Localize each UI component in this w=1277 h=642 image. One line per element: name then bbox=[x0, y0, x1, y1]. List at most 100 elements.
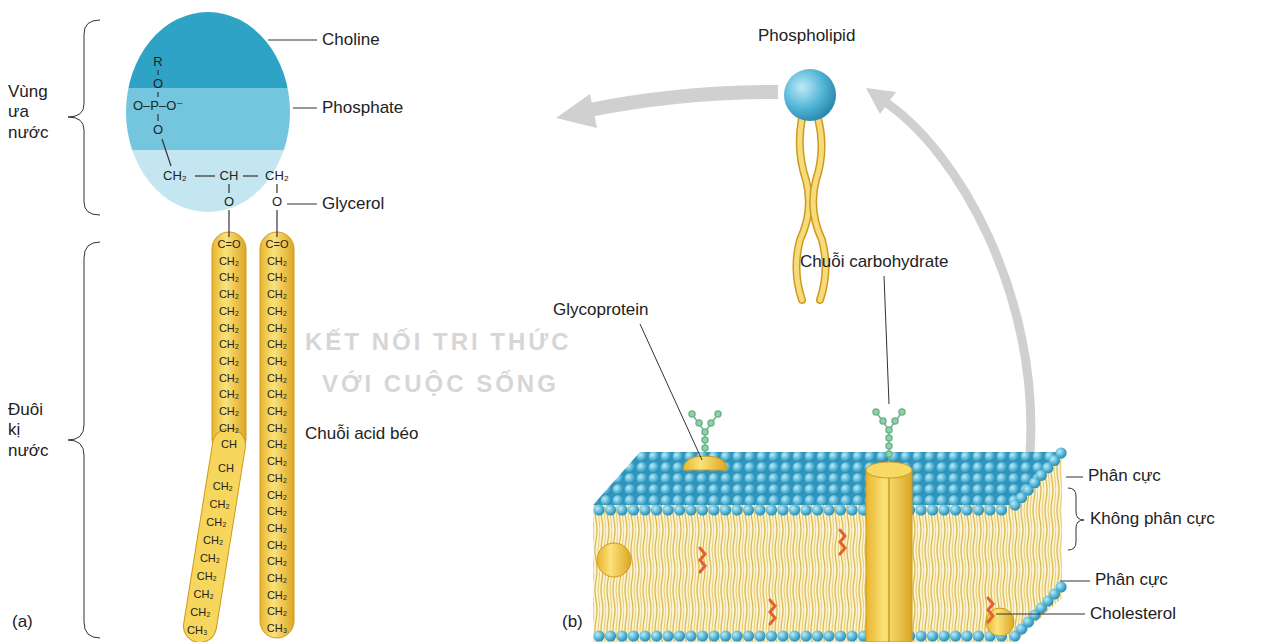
phospholipid-head bbox=[1055, 581, 1066, 592]
chain-formula: CH₂ bbox=[260, 505, 294, 518]
phospholipid-head bbox=[628, 504, 639, 515]
phospholipid-head bbox=[766, 504, 777, 515]
cholesterol-mark bbox=[770, 600, 775, 624]
chain-formula: CH₂ bbox=[212, 288, 246, 301]
leader-line bbox=[1068, 488, 1084, 550]
phospholipid-head bbox=[973, 630, 984, 641]
phospholipid-head bbox=[674, 630, 685, 641]
chain-formula: CH₂ bbox=[260, 489, 294, 502]
phospholipid-head bbox=[915, 504, 926, 515]
part-label: Phospholipid bbox=[758, 26, 855, 46]
cholesterol-mark bbox=[988, 598, 993, 622]
chemical-bond bbox=[243, 175, 258, 176]
phospholipid-head bbox=[628, 630, 639, 641]
chain-formula: CH₂ bbox=[260, 388, 294, 401]
zoom-arrow bbox=[590, 92, 778, 110]
formula-atom: O bbox=[219, 194, 239, 210]
chain-formula: C=O bbox=[260, 238, 294, 251]
carbohydrate-chain bbox=[886, 427, 892, 433]
chain-formula: CH₂ bbox=[260, 338, 294, 351]
phospholipid-head bbox=[697, 630, 708, 641]
chain-formula: CH₂ bbox=[260, 372, 294, 385]
phospholipid-head bbox=[720, 630, 731, 641]
fatty-acid-chain bbox=[212, 232, 246, 456]
cell-membrane bbox=[593, 452, 1062, 505]
leader-line bbox=[68, 20, 100, 215]
watermark: KẾT NỐI TRI THỨC bbox=[305, 328, 572, 357]
chain-formula: CH₂ bbox=[260, 255, 294, 268]
phospholipid-head bbox=[743, 504, 754, 515]
phospholipid-head bbox=[605, 504, 616, 515]
chain-formula: CH₂ bbox=[260, 288, 294, 301]
panel-letter: (a) bbox=[12, 612, 33, 632]
formula-atom: CH₂ bbox=[157, 168, 193, 184]
phospholipid-head bbox=[927, 504, 938, 515]
formula-atom: O bbox=[143, 122, 173, 138]
formula-atom: O–P–O⁻ bbox=[123, 98, 193, 114]
carbohydrate-chain bbox=[892, 418, 898, 424]
chain-formula: CH₃ bbox=[180, 624, 214, 637]
leader-line bbox=[640, 324, 702, 460]
chain-formula: CH₂ bbox=[260, 438, 294, 451]
phospholipid-head bbox=[616, 630, 627, 641]
chain-formula: CH₂ bbox=[260, 522, 294, 535]
leader-line bbox=[68, 20, 317, 638]
phospholipid-head bbox=[800, 504, 811, 515]
phospholipid-head bbox=[938, 630, 949, 641]
phospholipid-head bbox=[846, 630, 857, 641]
phospholipid-head bbox=[593, 630, 604, 641]
phospholipid-head bbox=[789, 504, 800, 515]
phospholipid-head bbox=[835, 504, 846, 515]
phospholipid-head bbox=[593, 504, 604, 515]
carbohydrate-chain bbox=[899, 409, 905, 415]
phospholipid-head bbox=[973, 504, 984, 515]
phospholipid-head bbox=[651, 504, 662, 515]
chain-formula: CH₂ bbox=[212, 405, 246, 418]
phospholipid-head bbox=[731, 504, 742, 515]
chain-formula: CH₃ bbox=[260, 622, 294, 635]
chemical-bond bbox=[157, 92, 158, 97]
phospholipid-head bbox=[651, 630, 662, 641]
chemical-bond bbox=[157, 70, 158, 75]
phospholipid-heads bbox=[593, 447, 1066, 641]
chain-formula: CH bbox=[212, 438, 246, 451]
phospholipid-head bbox=[950, 630, 961, 641]
chemical-bond bbox=[228, 184, 229, 193]
leader-line bbox=[1060, 581, 1090, 582]
phospholipid-icon bbox=[796, 118, 808, 300]
chemical-bond bbox=[162, 139, 171, 166]
phospholipid-head bbox=[938, 504, 949, 515]
leader-line bbox=[68, 242, 100, 638]
phospholipid-head bbox=[616, 504, 627, 515]
carbohydrate-chain bbox=[702, 445, 708, 451]
phospholipid-head bbox=[961, 504, 972, 515]
phospholipid-head bbox=[961, 630, 972, 641]
phospholipid-head bbox=[685, 630, 696, 641]
phospholipid-head bbox=[800, 630, 811, 641]
chain-formula: CH₂ bbox=[212, 388, 246, 401]
phospholipid-head bbox=[777, 630, 788, 641]
phospholipid-head bbox=[915, 630, 926, 641]
region-label: Đuôi kị nước bbox=[8, 400, 58, 461]
carbohydrate-chain bbox=[886, 435, 892, 441]
carbohydrate-chain bbox=[880, 418, 886, 424]
zoom-arrow bbox=[882, 100, 1031, 452]
cholesterol-mark bbox=[700, 530, 993, 624]
phospholipid-head bbox=[605, 630, 616, 641]
phospholipid-head bbox=[662, 504, 673, 515]
membrane-protein bbox=[866, 470, 912, 642]
chain-formula: C=O bbox=[212, 238, 246, 251]
chain-formula: CH₂ bbox=[212, 338, 246, 351]
phospholipid-head bbox=[674, 504, 685, 515]
carbohydrate-chain bbox=[886, 443, 892, 449]
chain-formula: CH₂ bbox=[260, 589, 294, 602]
phospholipid-head bbox=[754, 630, 765, 641]
region-label: Vùng ưa nước bbox=[8, 82, 58, 143]
membrane-protein bbox=[597, 543, 631, 577]
formula-atom: O bbox=[267, 194, 287, 210]
chain-formula: CH₂ bbox=[199, 516, 233, 529]
chain-formula: CH₂ bbox=[260, 405, 294, 418]
chain-formula: CH₂ bbox=[260, 355, 294, 368]
panel-letter: (b) bbox=[562, 612, 583, 632]
